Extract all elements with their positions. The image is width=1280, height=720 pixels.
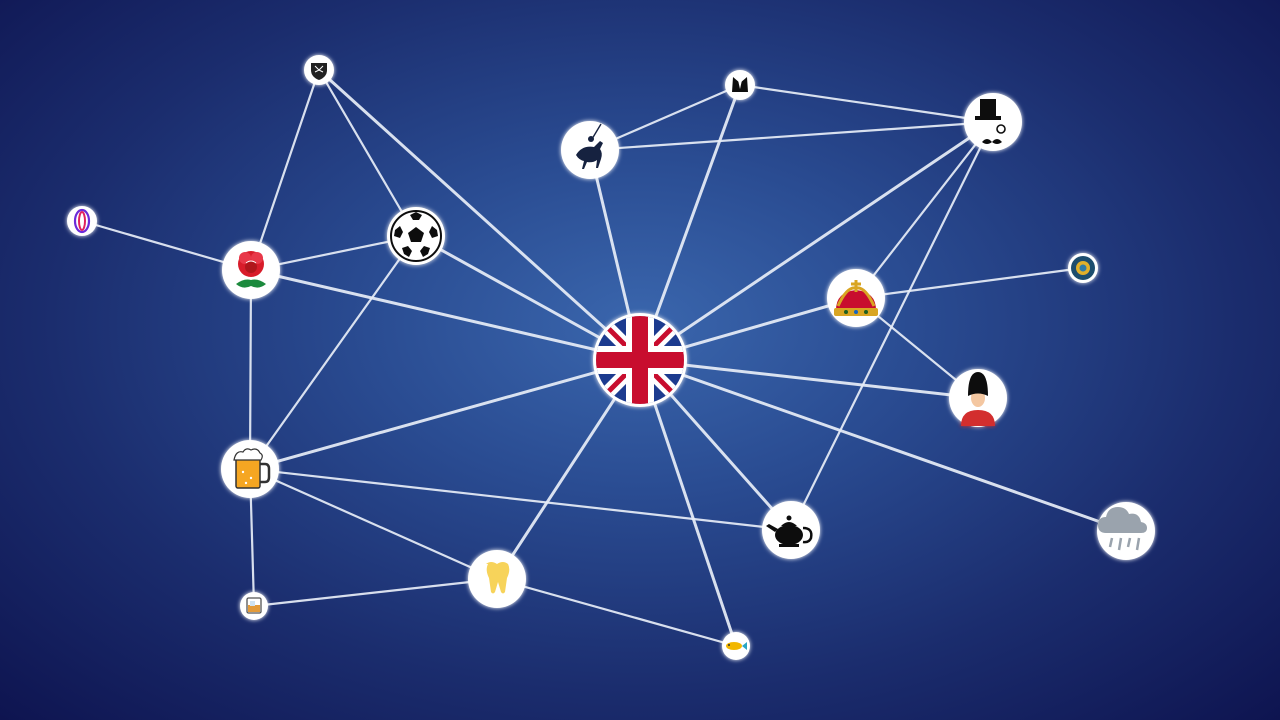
rain-cloud-icon xyxy=(1098,507,1147,551)
tooth-node[interactable] xyxy=(468,550,526,608)
edge-polo-top-hat xyxy=(588,120,995,152)
edge-union-jack-rose xyxy=(249,268,642,362)
edge-union-jack-fish xyxy=(638,358,738,648)
edge-beer-tooth xyxy=(248,467,499,581)
top-hat-node[interactable] xyxy=(964,93,1022,151)
edge-top-hat-crown xyxy=(854,120,995,300)
teapot-icon xyxy=(766,515,813,547)
edge-union-jack-guard xyxy=(638,358,980,400)
edge-rugby-rose xyxy=(80,219,253,272)
suit-node[interactable] xyxy=(725,70,755,100)
union-jack-node[interactable] xyxy=(590,310,690,410)
fish-node[interactable] xyxy=(722,632,750,660)
round-badge-icon xyxy=(1071,256,1095,280)
edge-union-jack-beer xyxy=(248,358,642,471)
rose-node[interactable] xyxy=(222,241,280,299)
soccer-ball-icon xyxy=(390,210,442,262)
top-hat-monocle-mustache-icon xyxy=(975,99,1006,144)
royal-guard-icon xyxy=(961,372,995,426)
teapot-node[interactable] xyxy=(762,501,820,559)
edge-beer-teapot xyxy=(248,467,793,532)
beer-node[interactable] xyxy=(221,440,279,498)
union-jack-flag-icon xyxy=(596,316,684,404)
edge-whisky-tooth xyxy=(252,577,499,608)
rugby-node[interactable] xyxy=(67,206,97,236)
beer-mug-icon xyxy=(233,448,271,489)
shield-crest-icon xyxy=(311,63,327,80)
guard-node[interactable] xyxy=(949,369,1007,427)
edge-tooth-fish xyxy=(495,577,738,648)
polo-player-horse-icon xyxy=(576,123,603,169)
edge-football-beer xyxy=(248,234,418,471)
edge-union-jack-rain xyxy=(638,358,1128,533)
england-rose-icon xyxy=(236,251,266,288)
edge-union-jack-suit xyxy=(638,83,742,362)
edge-rose-beer xyxy=(248,268,253,471)
rugby-world-cup-icon xyxy=(73,208,91,234)
royal-crown-icon xyxy=(834,280,878,316)
edge-crest-rose xyxy=(249,68,321,272)
suit-jacket-icon xyxy=(732,77,748,92)
tooth-icon xyxy=(486,562,510,594)
edge-crown-badge xyxy=(854,266,1085,300)
football-node[interactable] xyxy=(387,207,445,265)
whisky-glass-icon xyxy=(246,597,262,614)
whisky-node[interactable] xyxy=(240,592,268,620)
edge-crest-football xyxy=(317,68,418,238)
edge-top-hat-teapot xyxy=(789,120,995,532)
polo-node[interactable] xyxy=(561,121,619,179)
crest-node[interactable] xyxy=(304,55,334,85)
edge-suit-top-hat xyxy=(738,83,995,124)
edge-union-jack-top-hat xyxy=(638,120,995,362)
crown-node[interactable] xyxy=(827,269,885,327)
edge-union-jack-crest xyxy=(317,68,642,362)
rain-node[interactable] xyxy=(1097,502,1155,560)
badge-node[interactable] xyxy=(1068,253,1098,283)
fish-chips-icon xyxy=(726,642,747,650)
